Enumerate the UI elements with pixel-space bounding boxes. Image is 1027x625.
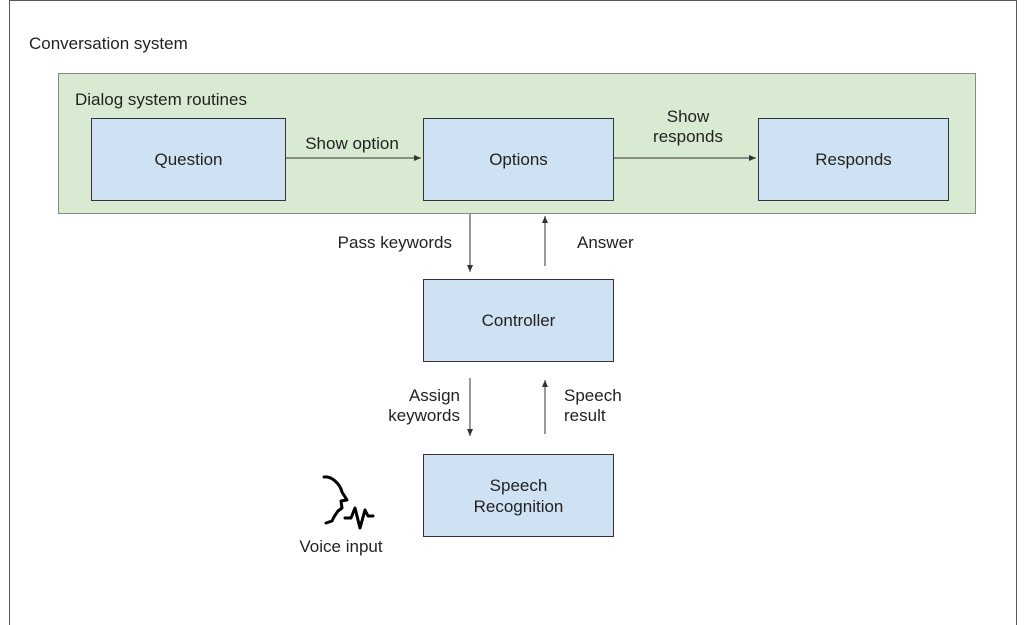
controller-node-label: Controller <box>481 311 556 330</box>
controller-node: Controller <box>423 279 614 362</box>
assign-keywords-line-2: keywords <box>388 406 460 425</box>
speech-result-label: Speech result <box>564 386 622 426</box>
show-option-label: Show option <box>305 134 399 153</box>
speech-recognition-label-line-2: Recognition <box>473 496 564 516</box>
options-node-label: Options <box>489 150 548 169</box>
dialog-group-title: Dialog system routines <box>75 90 247 109</box>
voice-input-icon <box>322 475 375 530</box>
assign-keywords-label: Assign keywords <box>312 386 460 426</box>
question-node: Question <box>91 118 286 201</box>
options-node: Options <box>423 118 614 201</box>
show-responds-line-2: responds <box>653 127 723 146</box>
answer-label: Answer <box>577 233 634 252</box>
assign-keywords-line-1: Assign <box>408 386 460 405</box>
show-responds-line-1: Show <box>666 107 710 126</box>
responds-node-label: Responds <box>815 150 892 169</box>
question-node-label: Question <box>154 150 223 169</box>
responds-node: Responds <box>758 118 949 201</box>
speech-result-line-1: Speech <box>564 386 622 405</box>
speech-recognition-node: Speech Recognition <box>423 454 614 537</box>
speech-recognition-label-line-1: Speech <box>489 475 548 495</box>
pass-keywords-label: Pass keywords <box>337 233 452 252</box>
voice-input-label: Voice input <box>299 537 383 556</box>
system-title: Conversation system <box>29 34 188 53</box>
show-responds-label: Show responds <box>626 107 750 147</box>
speech-result-line-2: result <box>564 406 606 425</box>
